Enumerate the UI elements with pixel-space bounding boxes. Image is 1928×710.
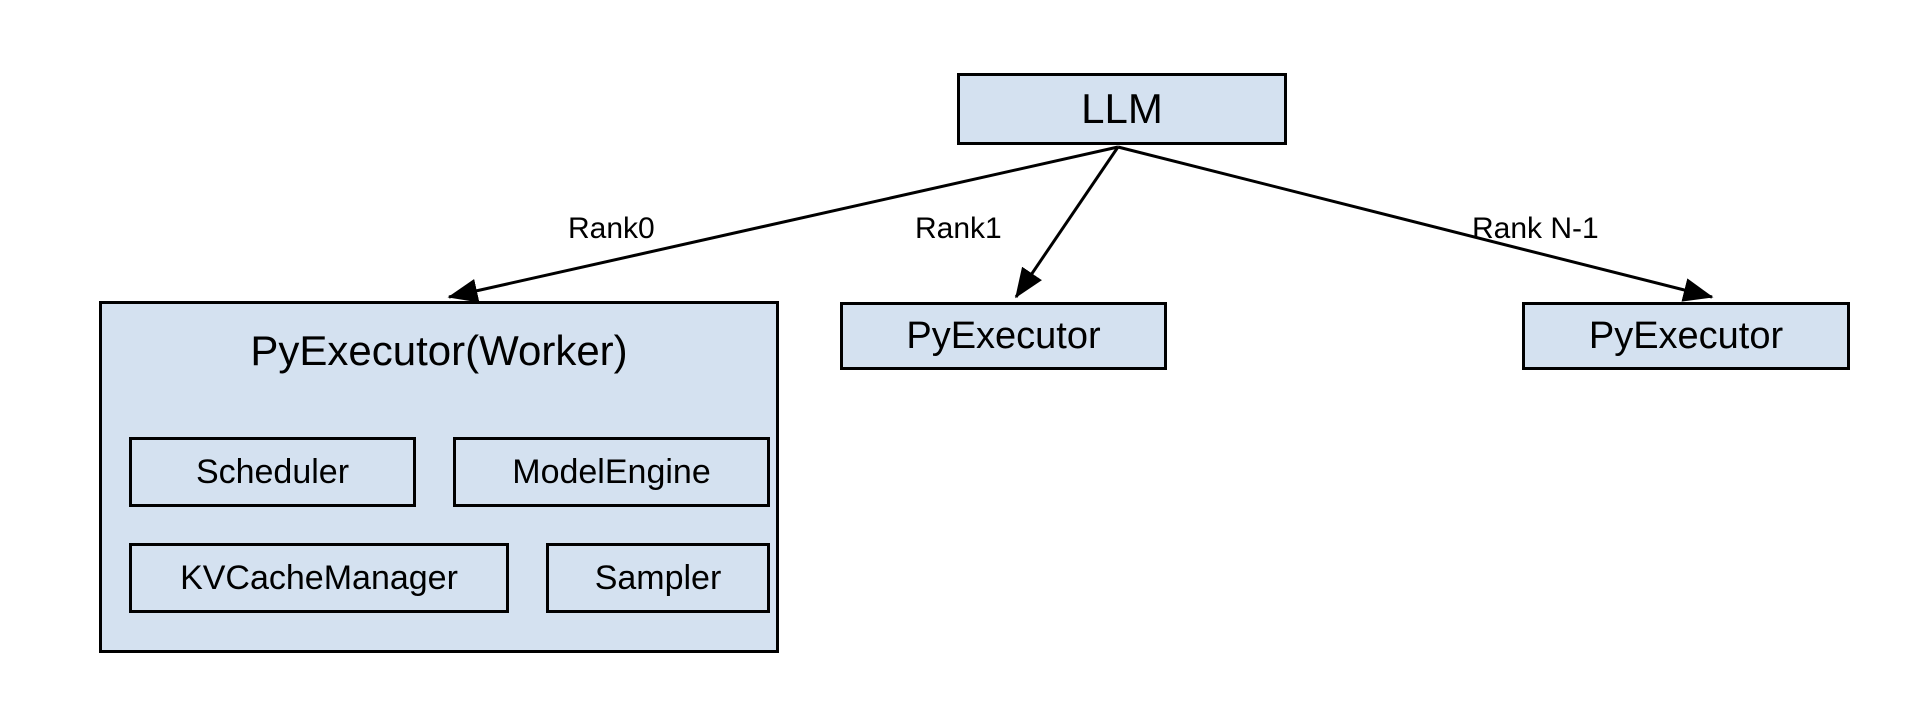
node-pyexecutor-worker[interactable]: PyExecutor(Worker) Scheduler ModelEngine… — [99, 301, 779, 653]
node-scheduler-label: Scheduler — [195, 453, 350, 491]
node-pyexecutor-rank1-label: PyExecutor — [906, 315, 1101, 357]
node-llm-label: LLM — [1081, 85, 1163, 132]
node-model-engine-label: ModelEngine — [512, 453, 711, 491]
edge-llm-to-executor-rank1 — [1014, 146, 1120, 299]
node-scheduler[interactable]: Scheduler — [129, 437, 416, 507]
node-pyexecutor-rank-n-1[interactable]: PyExecutor — [1522, 302, 1850, 370]
edge-llm-to-worker — [447, 145, 1119, 303]
node-pyexecutor-rank-n-1-label: PyExecutor — [1588, 315, 1784, 357]
node-pyexecutor-rank1[interactable]: PyExecutor — [840, 302, 1167, 370]
node-sampler[interactable]: Sampler — [546, 543, 770, 613]
node-sampler-label: Sampler — [594, 559, 722, 597]
node-kv-cache-manager-label: KVCacheManager — [180, 559, 458, 597]
edge-label-rank1: Rank1 — [915, 212, 1002, 245]
edge-label-rank0: Rank0 — [568, 212, 655, 245]
edge-llm-to-executor-rankn — [1117, 145, 1714, 302]
node-pyexecutor-worker-label: PyExecutor(Worker) — [250, 327, 628, 374]
edge-label-rank-n-1: Rank N-1 — [1472, 212, 1599, 245]
node-model-engine[interactable]: ModelEngine — [453, 437, 770, 507]
node-llm[interactable]: LLM — [957, 73, 1287, 145]
node-kv-cache-manager[interactable]: KVCacheManager — [129, 543, 509, 613]
